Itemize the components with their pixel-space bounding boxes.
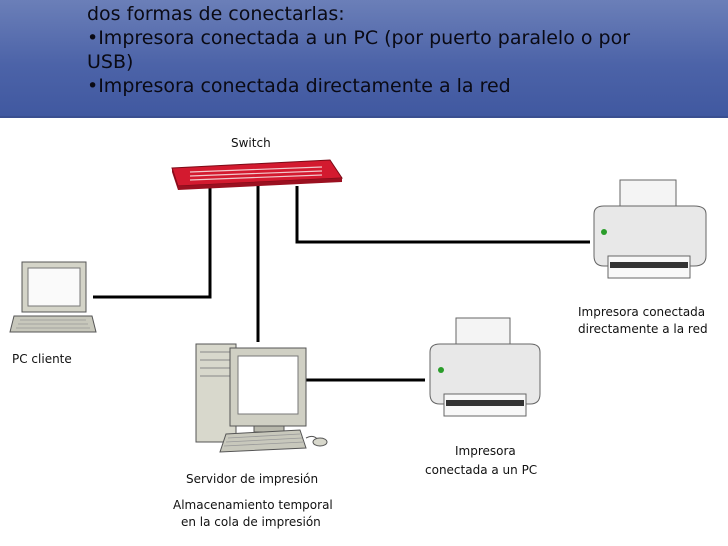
- network-printer-icon: [593, 179, 707, 279]
- header-line-1: dos formas de conectarlas:: [87, 3, 345, 25]
- server-label: Servidor de impresión: [186, 472, 318, 486]
- server-note-line-1: Almacenamiento temporal: [173, 498, 333, 512]
- network-cables: [93, 186, 590, 382]
- pc-printer-label-2: conectada a un PC: [425, 463, 537, 477]
- cable-net-printer: [295, 186, 590, 244]
- server-computer-icon: [195, 343, 328, 453]
- network-printer-label-2: directamente a la red: [578, 322, 708, 336]
- pc-client-label: PC cliente: [12, 352, 72, 366]
- header-line-2: •Impresora conectada a un PC (por puerto…: [87, 27, 631, 49]
- header-line-3: USB): [87, 51, 134, 73]
- slide-header: dos formas de conectarlas: •Impresora co…: [0, 0, 728, 118]
- header-line-4: •Impresora conectada directamente a la r…: [87, 75, 511, 97]
- network-diagram: Switch PC cliente Servidor: [9, 136, 708, 529]
- cable-pc-client: [93, 186, 212, 299]
- laptop-icon: [9, 261, 97, 333]
- network-printer-label-1: Impresora conectada: [578, 305, 705, 319]
- header-text: dos formas de conectarlas: •Impresora co…: [87, 2, 630, 98]
- server-note-line-2: en la cola de impresión: [181, 515, 321, 529]
- pc-printer-icon: [429, 317, 541, 417]
- switch-icon: [171, 159, 343, 190]
- switch-label: Switch: [231, 136, 271, 150]
- pc-printer-label-1: Impresora: [455, 444, 516, 458]
